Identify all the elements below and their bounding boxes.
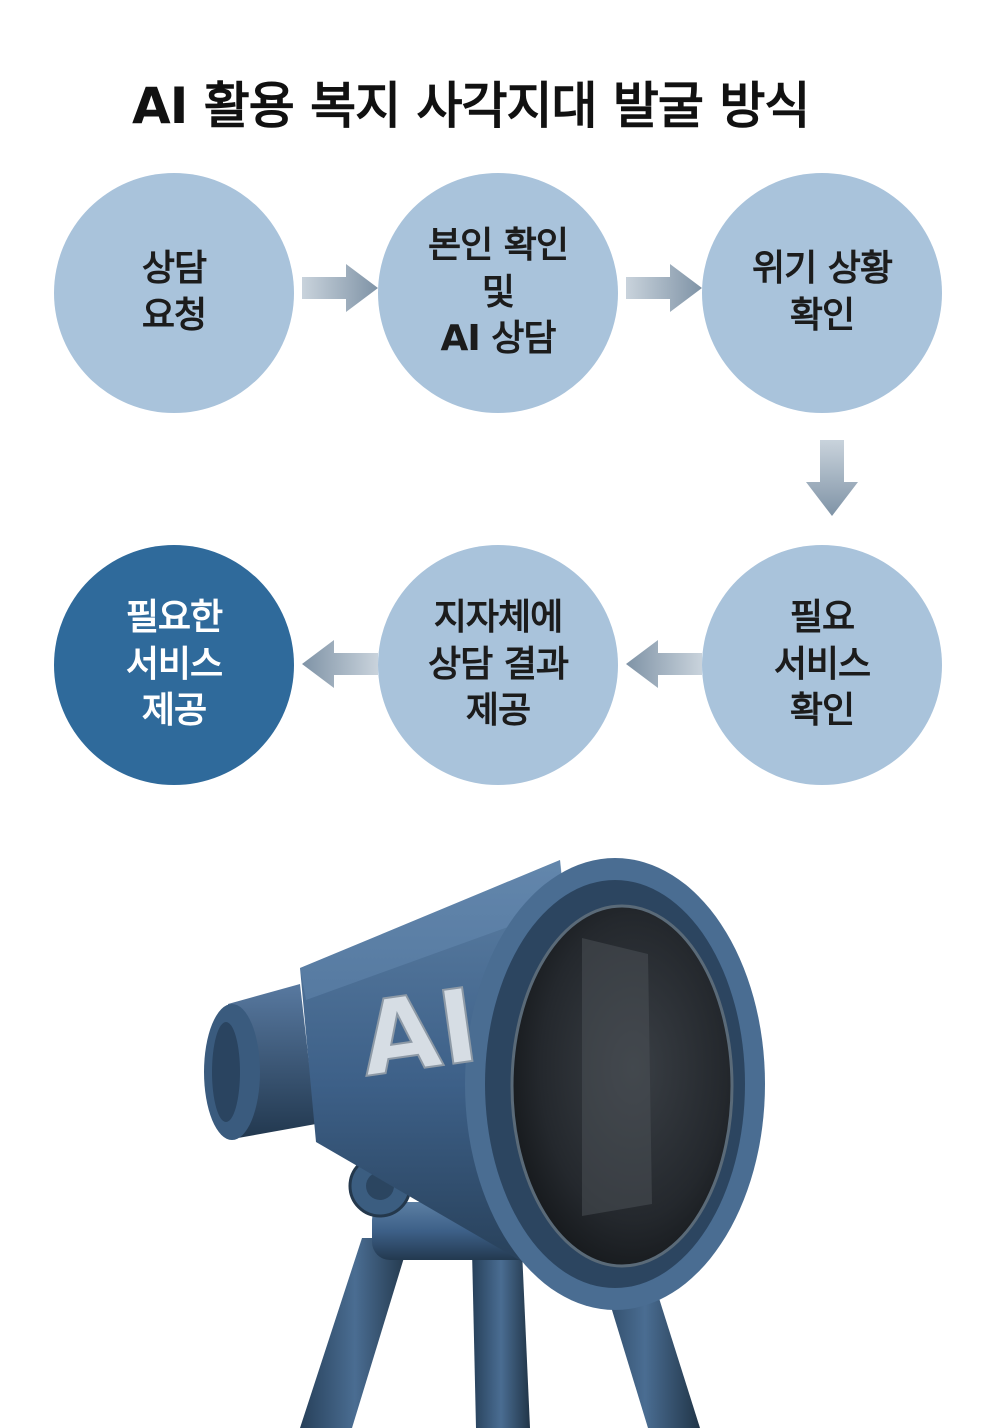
step-label-line: 확인 <box>789 690 855 732</box>
step-label-line: AI 상담 <box>440 318 556 360</box>
step-label-line: 서비스 <box>773 643 871 685</box>
step-local-government-report: 지자체에 상담 결과 제공 <box>378 545 618 785</box>
arrow-left-icon <box>626 640 702 688</box>
step-label-line: 서비스 <box>125 643 223 685</box>
step-label-line: 본인 확인 <box>427 224 569 266</box>
step-label-line: 요청 <box>141 295 207 336</box>
step-crisis-check: 위기 상황 확인 <box>702 173 942 413</box>
arrow-right-icon <box>626 264 702 312</box>
arrow-right-icon <box>302 264 378 312</box>
step-label-line: 상담 결과 <box>427 643 569 685</box>
step-label-line: 필요한 <box>125 596 223 638</box>
step-service-provision: 필요한 서비스 제공 <box>54 545 294 785</box>
arrow-left-icon <box>302 640 378 688</box>
telescope-ai-label: AI <box>353 967 485 1101</box>
telescope-illustration: AI <box>204 858 765 1428</box>
diagram-title: AI 활용 복지 사각지대 발굴 방식 <box>132 77 810 135</box>
step-label-line: 지자체에 <box>433 596 563 638</box>
step-service-check: 필요 서비스 확인 <box>702 545 942 785</box>
step-label-line: 확인 <box>789 295 855 336</box>
step-label-line: 제공 <box>141 690 207 732</box>
step-consultation-request: 상담 요청 <box>54 173 294 413</box>
step-identity-ai-consult: 본인 확인 및 AI 상담 <box>378 173 618 413</box>
step-label-line: 제공 <box>465 690 531 732</box>
step-label-line: 필요 <box>789 596 855 638</box>
step-label-line: 위기 상황 <box>751 248 893 290</box>
step-label-line: 및 <box>481 271 515 313</box>
step-label-line: 상담 <box>141 248 207 290</box>
arrow-down-icon <box>806 440 858 516</box>
